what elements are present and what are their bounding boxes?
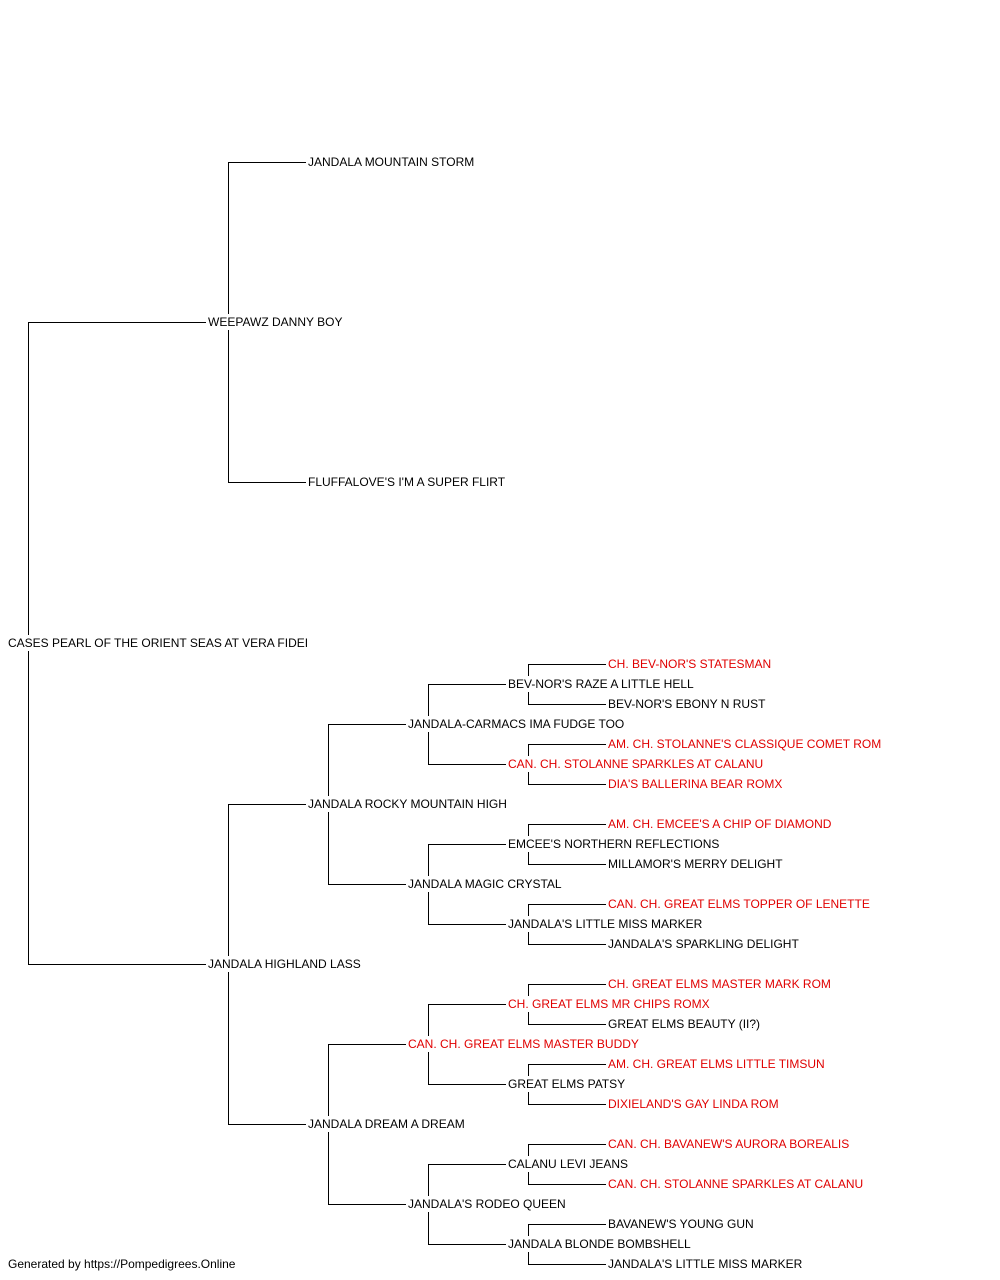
- sire-name: JANDALA MOUNTAIN STORM: [308, 155, 474, 169]
- sire-name: BEV-NOR'S RAZE A LITTLE HELL: [508, 677, 694, 691]
- sire-name: BAVANEW'S YOUNG GUN: [608, 1217, 754, 1231]
- dam-name: FLUFFALOVE'S I'M A SUPER FLIRT: [308, 475, 506, 489]
- dam-name: JANDALA DREAM A DREAM: [308, 1117, 465, 1131]
- sire-name: JANDALA-CARMACS IMA FUDGE TOO: [408, 717, 624, 731]
- sire-name: EMCEE'S NORTHERN REFLECTIONS: [508, 837, 719, 851]
- sire-name: AM. CH. EMCEE'S A CHIP OF DIAMOND: [608, 817, 832, 831]
- dam-name: DIA'S BALLERINA BEAR ROMX: [608, 777, 782, 791]
- dam-name: JANDALA'S RODEO QUEEN: [408, 1197, 566, 1211]
- sire-name: AM. CH. GREAT ELMS LITTLE TIMSUN: [608, 1057, 825, 1071]
- dam-name: MILLAMOR'S MERRY DELIGHT: [608, 857, 783, 871]
- dam-name: GREAT ELMS BEAUTY (II?): [608, 1017, 760, 1031]
- dam-name: JANDALA HIGHLAND LASS: [208, 957, 361, 971]
- dam-name: JANDALA BLONDE BOMBSHELL: [508, 1237, 691, 1251]
- dam-name: CAN. CH. STOLANNE SPARKLES AT CALANU: [608, 1177, 863, 1191]
- sire-name: CH. GREAT ELMS MASTER MARK ROM: [608, 977, 831, 991]
- sire-name: WEEPAWZ DANNY BOY: [208, 315, 342, 329]
- sire-name: AM. CH. STOLANNE'S CLASSIQUE COMET ROM: [608, 737, 881, 751]
- sire-name: CH. GREAT ELMS MR CHIPS ROMX: [508, 997, 710, 1011]
- sire-name: CAN. CH. GREAT ELMS TOPPER OF LENETTE: [608, 897, 870, 911]
- dam-name: JANDALA MAGIC CRYSTAL: [408, 877, 562, 891]
- dam-name: GREAT ELMS PATSY: [508, 1077, 625, 1091]
- sire-name: JANDALA ROCKY MOUNTAIN HIGH: [308, 797, 507, 811]
- dam-name: CAN. CH. STOLANNE SPARKLES AT CALANU: [508, 757, 763, 771]
- sire-name: CAN. CH. BAVANEW'S AURORA BOREALIS: [608, 1137, 849, 1151]
- dam-name: JANDALA'S LITTLE MISS MARKER: [608, 1257, 803, 1271]
- subject-name: CASES PEARL OF THE ORIENT SEAS AT VERA F…: [8, 636, 308, 650]
- sire-name: CALANU LEVI JEANS: [508, 1157, 628, 1171]
- sire-name: CH. BEV-NOR'S STATESMAN: [608, 657, 771, 671]
- dam-name: JANDALA'S LITTLE MISS MARKER: [508, 917, 703, 931]
- dam-name: JANDALA'S SPARKLING DELIGHT: [608, 937, 799, 951]
- generator-credit: Generated by https://Pompedigrees.Online: [8, 1257, 236, 1271]
- dam-name: BEV-NOR'S EBONY N RUST: [608, 697, 766, 711]
- dam-name: DIXIELAND'S GAY LINDA ROM: [608, 1097, 779, 1111]
- sire-name: CAN. CH. GREAT ELMS MASTER BUDDY: [408, 1037, 639, 1051]
